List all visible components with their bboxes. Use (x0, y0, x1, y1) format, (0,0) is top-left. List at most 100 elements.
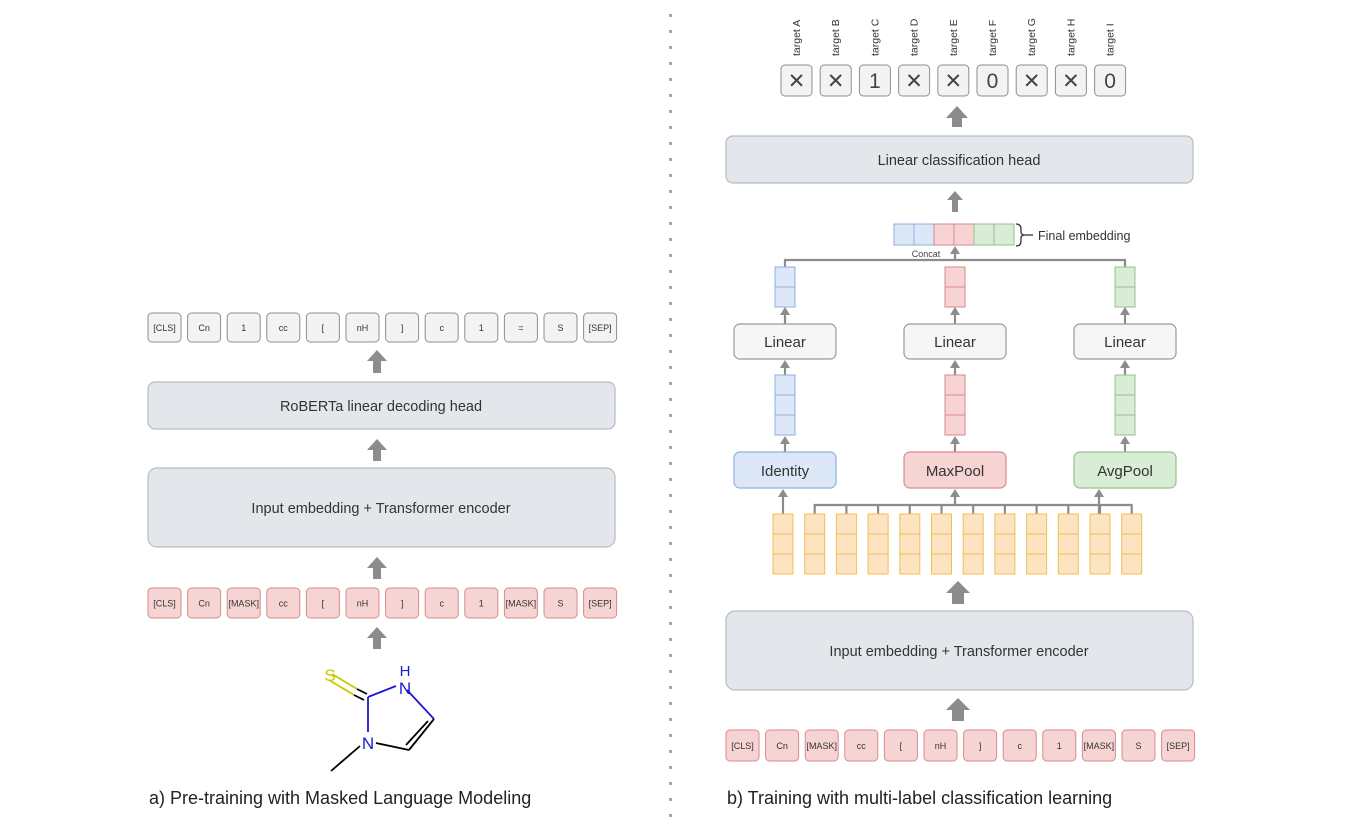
vector-cell (1089, 533, 1111, 555)
bond (367, 685, 397, 698)
linear-label: Linear (764, 334, 806, 351)
token: [SEP] (1161, 729, 1196, 762)
token-label: Cn (198, 323, 210, 333)
target-label: target C (869, 18, 881, 56)
token-label: nH (357, 599, 369, 609)
token: = (503, 312, 538, 343)
token: [ (305, 587, 340, 619)
target-cell: target E ✕ (937, 19, 970, 97)
embedding-cell (953, 223, 975, 246)
token: nH (923, 729, 958, 762)
embedding-cell (913, 223, 935, 246)
divider-dot (669, 814, 672, 817)
arrow-up-icon (1094, 489, 1104, 497)
divider-dot (669, 78, 672, 81)
vector-cell (1121, 513, 1143, 535)
encoder-label: Input embedding + Transformer encoder (251, 501, 510, 517)
token-label: S (1135, 741, 1141, 751)
arrow-up-icon (946, 698, 970, 721)
token: c (1002, 729, 1037, 762)
vector-cell (994, 553, 1016, 575)
cross-icon: ✕ (905, 70, 923, 93)
target-value: 0 (987, 70, 999, 93)
vector-cell (962, 533, 984, 555)
token: [MASK] (1081, 729, 1116, 762)
token: [ (305, 312, 340, 343)
embedding-cell (893, 223, 915, 246)
divider-dot (669, 606, 672, 609)
cross-icon: ✕ (944, 70, 962, 93)
divider-dot (669, 526, 672, 529)
divider-dot (669, 110, 672, 113)
concat-label: Concat (912, 249, 941, 259)
token: S (543, 587, 578, 619)
token: 1 (1042, 729, 1077, 762)
token-label: c (439, 599, 444, 609)
target-label: target E (948, 19, 960, 56)
vector-cell (867, 533, 889, 555)
target-cell: target I0 (1094, 23, 1127, 97)
encoder-label: Input embedding + Transformer encoder (829, 644, 1088, 660)
token-label: c (439, 323, 444, 333)
token-label: [MASK] (1084, 741, 1115, 751)
vector-cell (899, 513, 921, 535)
vector-cell (1089, 513, 1111, 535)
token: [MASK] (503, 587, 538, 619)
divider-dot (669, 46, 672, 49)
arrow-up-icon (950, 360, 960, 368)
vector-cell (867, 553, 889, 575)
hidden-state-vector (867, 513, 889, 575)
divider-dot (669, 350, 672, 353)
hidden-state-vector (899, 513, 921, 575)
divider-dot (669, 654, 672, 657)
arrow-up-icon (950, 489, 960, 497)
arrow-up-icon (1120, 307, 1130, 315)
brace-icon (1015, 223, 1026, 247)
vector-cell (1026, 513, 1048, 535)
arrow-up-icon (367, 557, 387, 579)
pool-label: AvgPool (1097, 463, 1153, 480)
arrow-up-icon (780, 360, 790, 368)
token: 1 (464, 587, 499, 619)
vector-cell (835, 533, 857, 555)
vector-cell (994, 513, 1016, 535)
vector-cell (804, 513, 826, 535)
decoding-head-box: RoBERTa linear decoding head (147, 381, 616, 430)
embedding-cell (973, 223, 995, 246)
panel-b-caption: b) Training with multi-label classificat… (727, 788, 1112, 808)
target-label: target H (1065, 19, 1077, 56)
classification-head-label: Linear classification head (878, 153, 1041, 169)
token: 1 (464, 312, 499, 343)
vector-cell (1057, 513, 1079, 535)
divider-dot (669, 686, 672, 689)
token-label: cc (279, 323, 289, 333)
hidden-state-vector (772, 513, 794, 575)
token-label: nH (935, 741, 947, 751)
token-label: [MASK] (806, 741, 837, 751)
token-label: [ (322, 599, 325, 609)
hidden-states (772, 489, 1143, 575)
token-label: S (557, 599, 563, 609)
arrow-up-icon (367, 439, 387, 461)
token: Cn (187, 587, 222, 619)
divider-dot (669, 638, 672, 641)
divider-dot (669, 270, 672, 273)
divider-dot (669, 750, 672, 753)
divider-dot (669, 734, 672, 737)
vector-cell (944, 286, 966, 308)
vector-cell (774, 286, 796, 308)
divider-dot (669, 94, 672, 97)
token: [CLS] (147, 587, 182, 619)
embedding-cell (993, 223, 1015, 246)
target-label: target G (1026, 18, 1038, 56)
divider-dot (669, 126, 672, 129)
token-label: 1 (241, 323, 246, 333)
bond (406, 689, 435, 720)
arrow-up-icon (367, 350, 387, 373)
